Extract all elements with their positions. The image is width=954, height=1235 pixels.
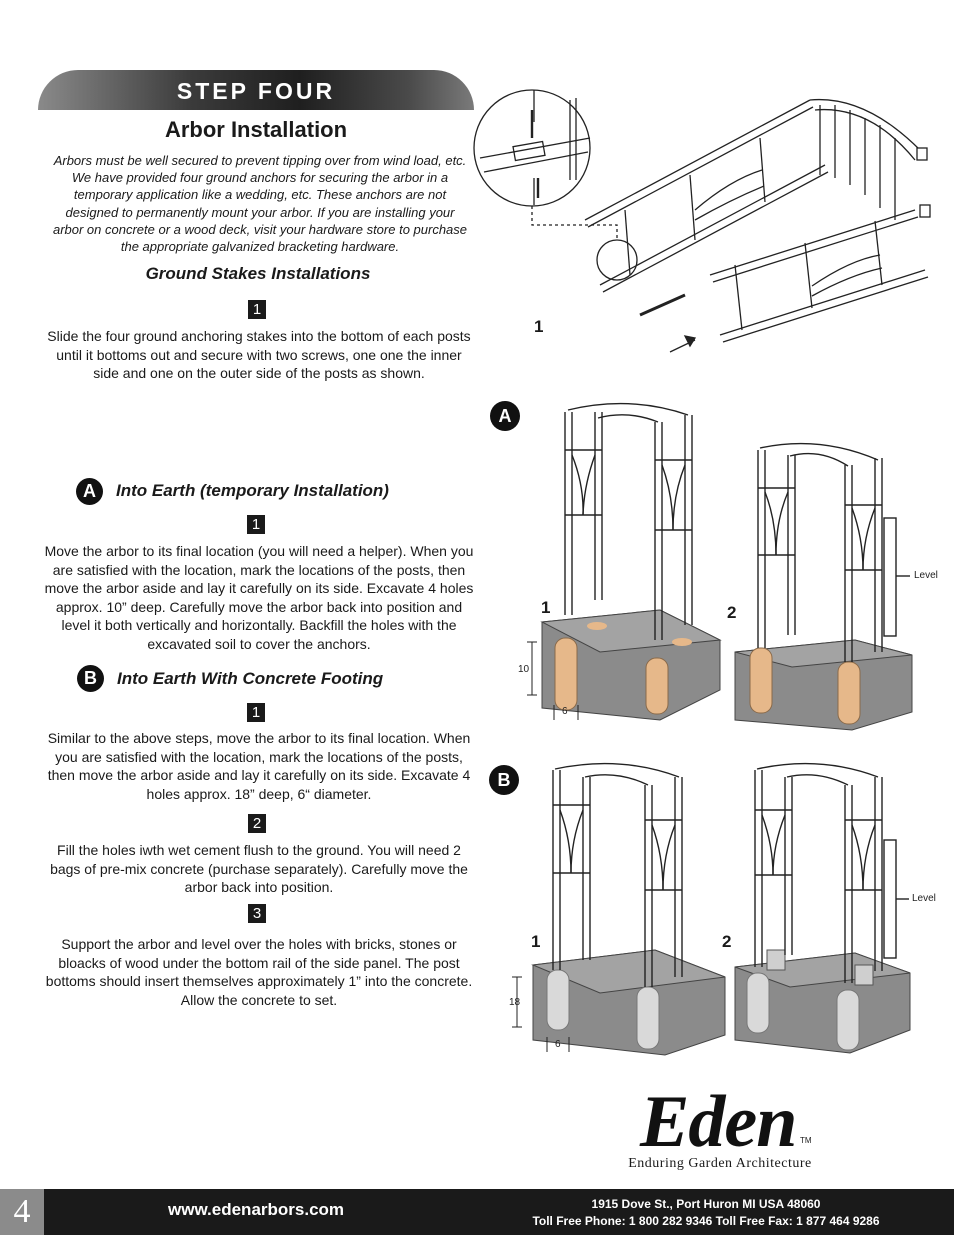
ground-stakes-step1-text: Slide the four ground anchoring stakes i… [47,328,471,382]
step-number-box: 3 [248,904,266,923]
figure-label: 1 [534,317,544,336]
figure-b-badge: B [489,765,519,795]
step-number-box: 1 [248,300,266,319]
figure-a-earth-illustration [527,402,913,731]
footer-address: 1915 Dove St., Port Huron MI USA 48060 [591,1197,821,1211]
section-b-step1-text: Similar to the above steps, move the arb… [47,730,471,802]
website-link[interactable]: www.edenarbors.com [168,1200,345,1219]
page-number: 4 [0,1189,44,1235]
diameter-dimension: 6 [562,706,568,717]
figure-a-badge: A [490,401,520,431]
footer-phones: Toll Free Phone: 1 800 282 9346 Toll Fre… [532,1214,880,1228]
footer-bar [0,1189,954,1235]
step-banner-label: STEP FOUR [176,78,336,104]
figure-b2-label: 2 [722,932,732,951]
depth-dimension: 18 [509,997,521,1008]
figure-a2-label: 2 [727,603,737,622]
diameter-dimension: 6 [555,1039,561,1050]
step-banner [38,70,474,110]
section-b-step2-text: Fill the holes iwth wet cement flush to … [50,842,468,896]
figure-b1-label: 1 [531,932,541,951]
depth-dimension: 10 [518,664,530,675]
section-b-heading: Into Earth With Concrete Footing [117,669,384,688]
trademark-mark: TM [800,1136,812,1145]
footer-contact: 1915 Dove St., Port Huron MI USA 48060 T… [500,1196,912,1230]
step-number-box: 1 [247,703,265,722]
figure-a1-label: 1 [541,598,551,617]
page-title: Arbor Installation [164,117,348,142]
step-number-box: 1 [247,515,265,534]
section-b-badge: B [77,665,104,692]
eden-logo: Eden [640,1081,797,1163]
section-b-step3-text: Support the arbor and level over the hol… [45,936,473,1008]
figure-b-concrete-illustration [512,762,911,1056]
ground-stakes-heading: Ground Stakes Installations [145,264,371,283]
level-label: Level [914,570,938,581]
section-a-badge: A [76,478,103,505]
arbor-assembly-illustration [473,89,931,353]
level-label: Level [912,893,936,904]
section-a-step1-text: Move the arbor to its final location (yo… [44,543,474,652]
section-a-heading: Into Earth (temporary Installation) [116,481,389,500]
intro-paragraph: Arbors must be well secured to prevent t… [52,153,468,255]
step-number-box: 2 [248,814,266,833]
logo-tagline: Enduring Garden Architecture [628,1156,812,1171]
